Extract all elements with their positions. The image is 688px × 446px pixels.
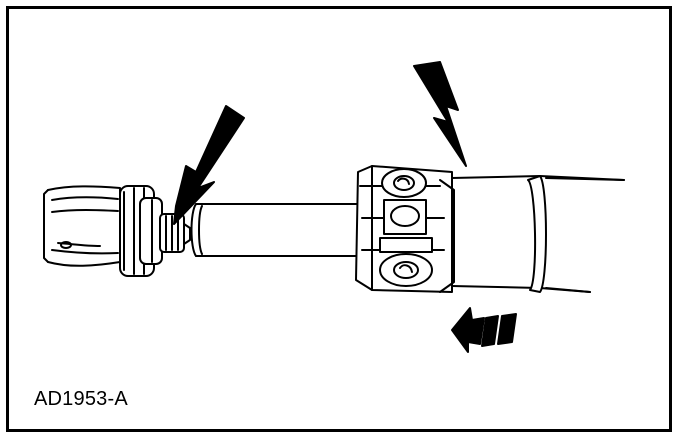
pointer-arrow-flange [173,105,245,225]
pointer-arrow-ujoint [413,61,467,167]
diagram-frame [6,6,672,432]
slip-yoke-tube [190,203,361,257]
splined-shaft-end [159,213,191,253]
figure-label: AD1953-A [34,388,128,410]
output-flange [119,185,163,277]
direction-arrow [451,307,517,353]
axle-housing [43,185,121,267]
universal-joint [355,165,455,293]
driveshaft-tube [451,175,625,293]
